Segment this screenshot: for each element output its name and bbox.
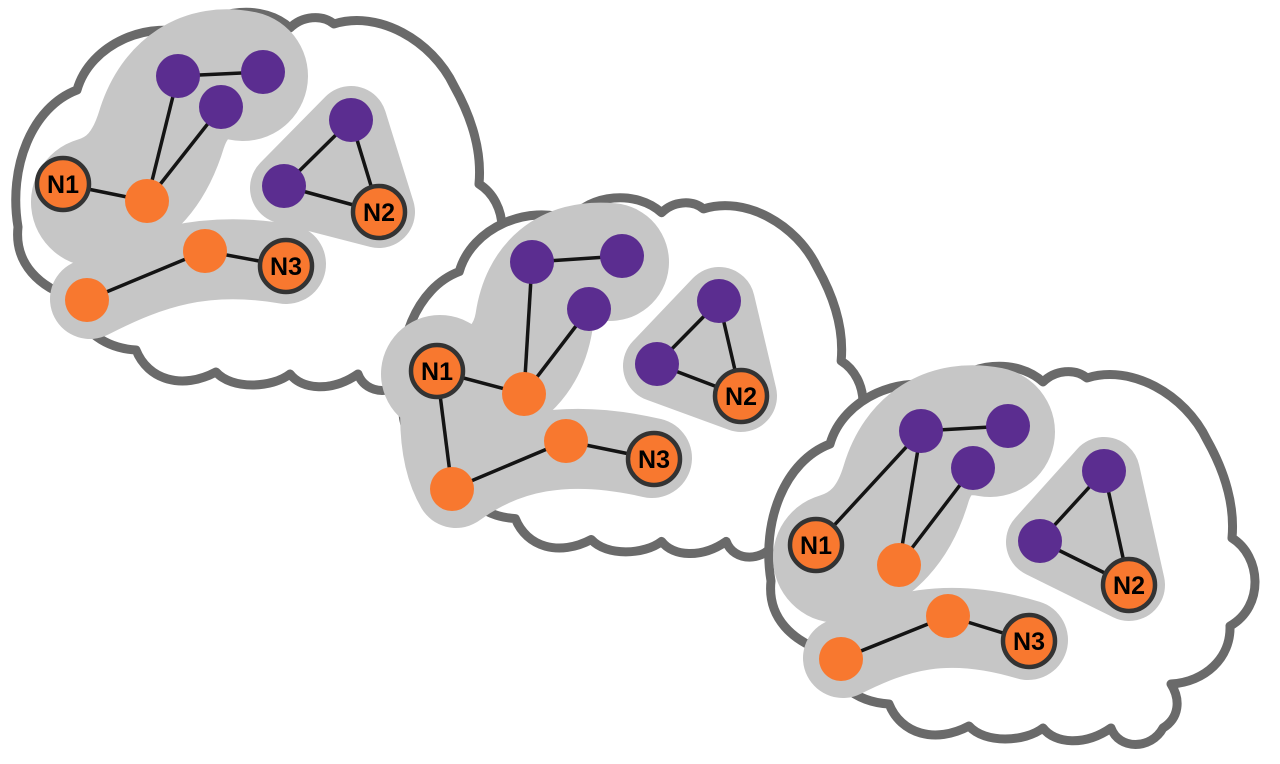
brain-3-node-net1_o1: [877, 543, 921, 587]
brain-1-network-blob-3: [50, 219, 326, 339]
brain-1-label-N2: N2: [363, 199, 395, 227]
brain-3-edge-net1_o1-net1_p1: [897, 430, 923, 566]
brain-2-node-net2_p1: [635, 342, 679, 386]
brain-2-label-N2: N2: [725, 383, 757, 411]
brain-1-node-net3_o2: [183, 229, 227, 273]
brain-3-label-N2: N2: [1113, 572, 1145, 600]
brain-3-node-net1_p3: [951, 446, 995, 490]
brain-2-node-net1_p3: [567, 287, 611, 331]
brain-1-node-net1_p3: [199, 85, 243, 129]
brain-2-node-N1: [408, 342, 466, 400]
brain-3-node-net1_p1: [899, 409, 943, 453]
brain-2-node-net2_p2: [697, 279, 741, 323]
brain-1-node-net1_p1: [156, 54, 200, 98]
brain-2-network-blob-1: [381, 202, 669, 449]
brain-2-node-net1_p1: [510, 240, 554, 284]
brain-3-label-N1: N1: [800, 532, 832, 560]
brain-1-node-N2: [350, 183, 408, 241]
brain-2-label-N3: N3: [638, 446, 670, 474]
brain-2-edge-net1_o1-net1_p1: [522, 261, 534, 395]
brain-2-label-N1: N1: [421, 358, 453, 386]
brain-3-node-N2: [1100, 556, 1158, 614]
brain-1-label-N1: N1: [47, 171, 79, 199]
brain-2-node-net3_o1: [430, 467, 474, 511]
brain-2-node-net1_o1: [502, 372, 546, 416]
brain-1-node-net1_o1: [125, 179, 169, 223]
brain-3-node-N3: [1000, 612, 1058, 670]
brain-2-node-N2: [712, 367, 770, 425]
brain-3-node-net2_p1: [1018, 519, 1062, 563]
brain-3-node-net1_p2: [986, 404, 1030, 448]
brain-1-label-N3: N3: [270, 253, 302, 281]
brain-1-node-net1_p2: [241, 50, 285, 94]
brain-1-node-net2_p1: [262, 164, 306, 208]
brain-1-node-net3_o1: [65, 278, 109, 322]
brain-2-node-net1_p2: [600, 234, 644, 278]
brain-1-node-N1: [34, 155, 92, 213]
brain-1-node-N3: [257, 237, 315, 295]
brain-3-label-N3: N3: [1013, 628, 1045, 656]
brain-3-node-net3_o2: [926, 594, 970, 638]
brain-3-node-net2_p2: [1082, 449, 1126, 493]
brain-2-node-net3_o2: [544, 419, 588, 463]
brain-1-node-net2_p2: [329, 98, 373, 142]
brain-3-node-net3_o1: [819, 637, 863, 681]
brain-3-node-N1: [787, 516, 845, 574]
brain-2-node-N3: [625, 430, 683, 488]
